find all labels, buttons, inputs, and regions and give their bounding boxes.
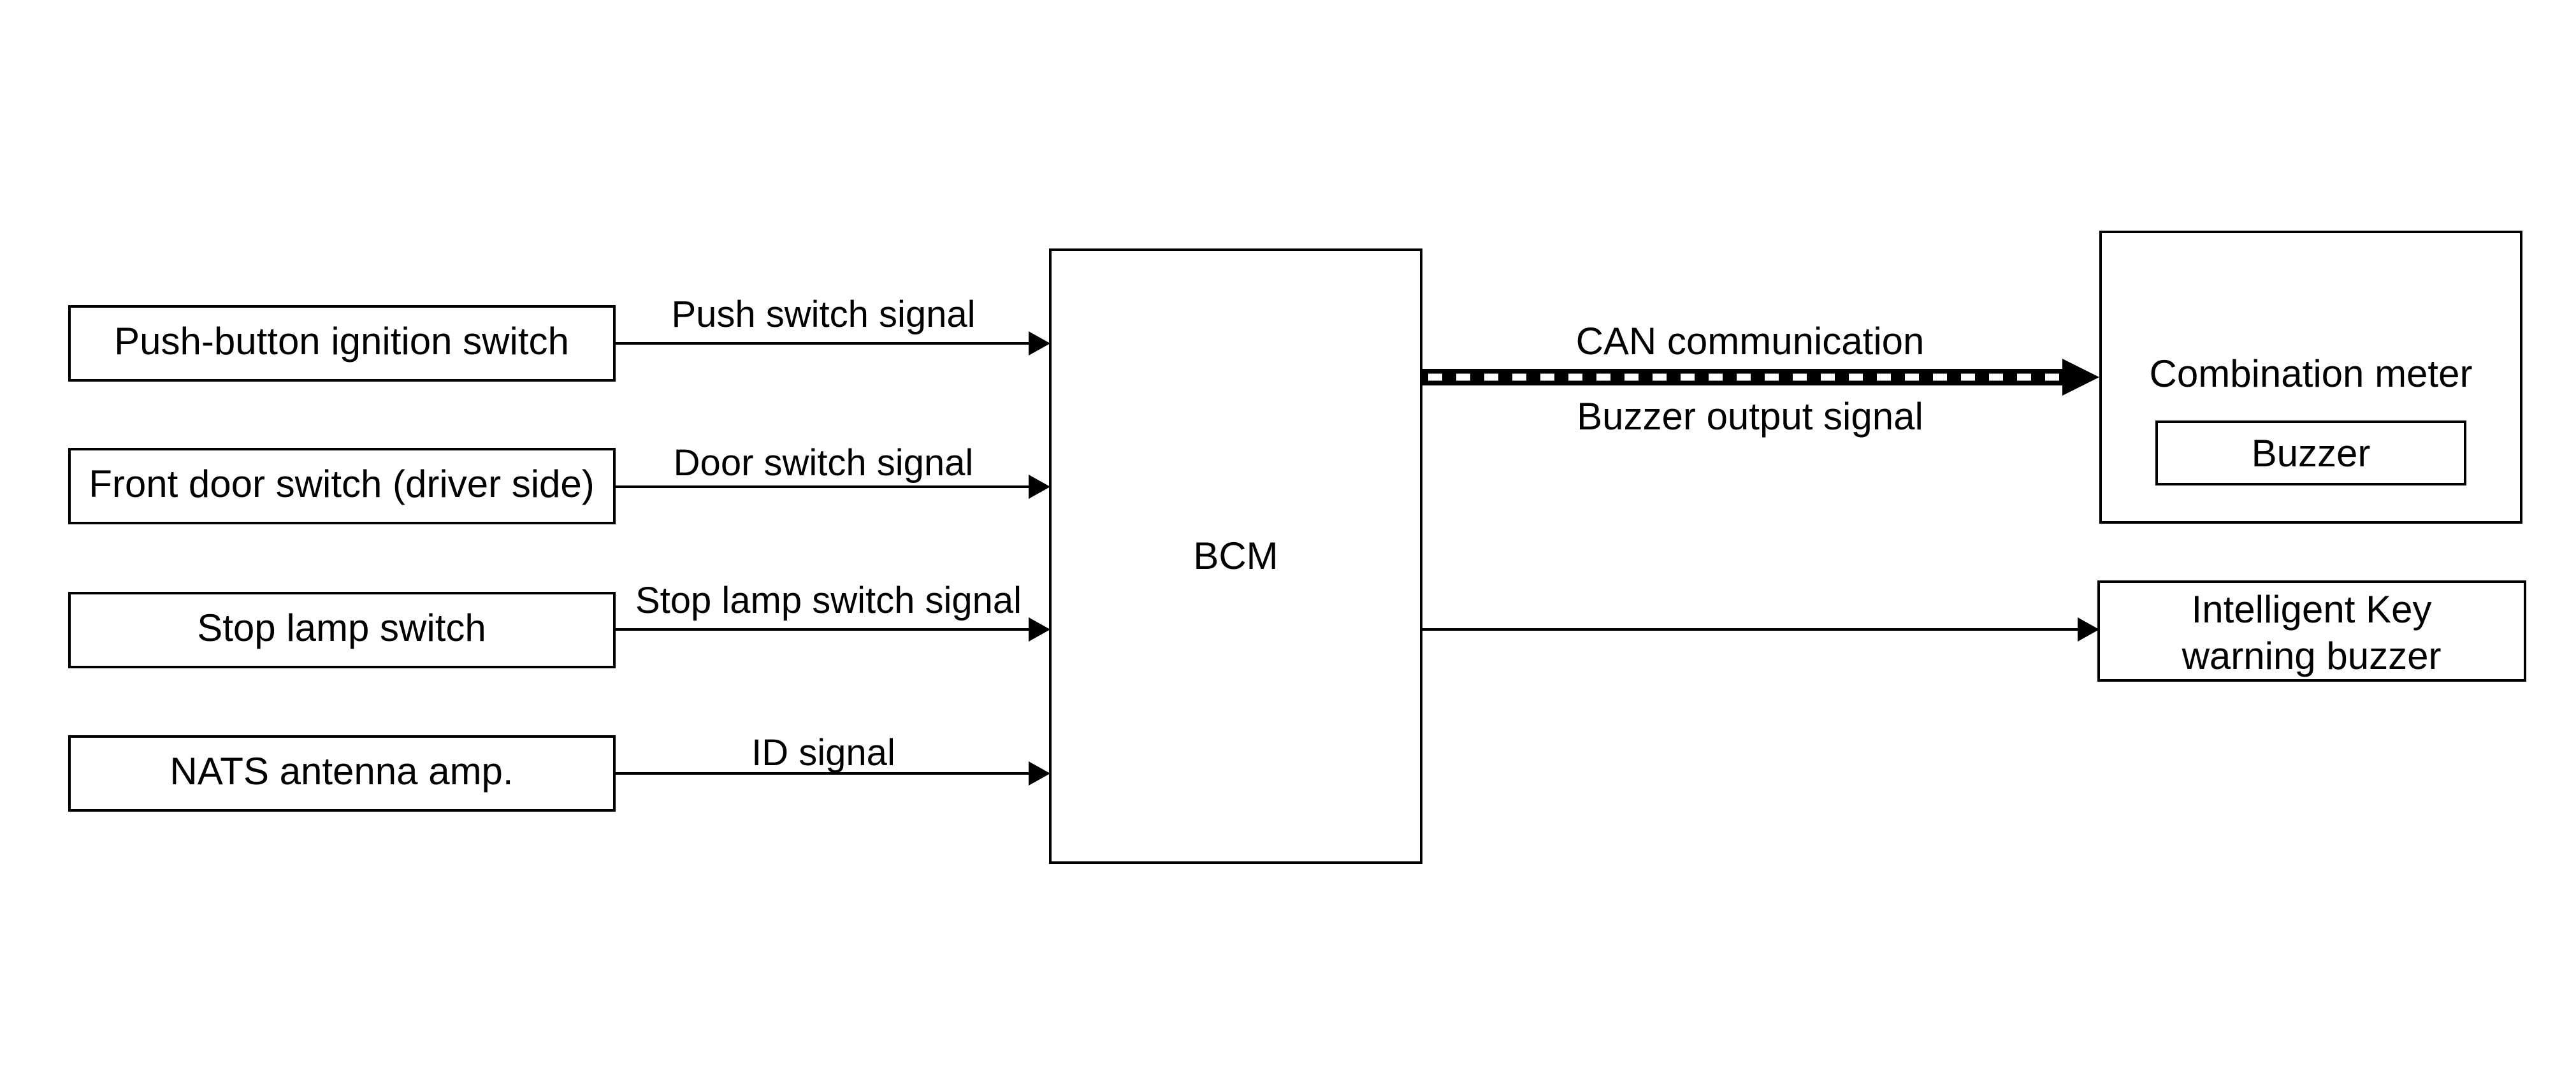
front-door-switch-box: Front door switch (driver side) xyxy=(68,448,616,524)
combination-meter-label: Combination meter xyxy=(2150,352,2473,395)
intelligent-key-label-line1: Intelligent Key xyxy=(2192,588,2432,631)
intelligent-key-warning-buzzer-box: Intelligent Key warning buzzer xyxy=(2097,580,2526,682)
bcm-box: BCM xyxy=(1049,248,1422,864)
stop-lamp-switch-box: Stop lamp switch xyxy=(68,592,616,668)
stop-lamp-switch-signal-line: Stop lamp switch signal xyxy=(614,580,1050,642)
push-switch-signal-label: Push switch signal xyxy=(671,294,975,335)
door-switch-signal-line: Door switch signal xyxy=(614,442,1050,499)
arrowhead-icon xyxy=(2062,359,2099,396)
intelligent-key-label-line2: warning buzzer xyxy=(2182,635,2442,677)
nats-antenna-amp-box: NATS antenna amp. xyxy=(68,735,616,812)
stop-lamp-switch-label: Stop lamp switch xyxy=(197,607,486,649)
buzzer-box: Buzzer xyxy=(2155,420,2466,485)
buzzer-label: Buzzer xyxy=(2252,432,2371,475)
nats-antenna-amp-label: NATS antenna amp. xyxy=(170,750,513,793)
door-switch-signal-label: Door switch signal xyxy=(674,442,974,484)
push-button-ignition-switch-label: Push-button ignition switch xyxy=(114,320,569,363)
intelligent-key-buzzer-line xyxy=(1421,617,2099,642)
arrowhead-icon xyxy=(1029,617,1050,642)
arrowhead-icon xyxy=(1029,331,1050,356)
stop-lamp-switch-signal-label: Stop lamp switch signal xyxy=(635,580,1022,621)
arrowhead-icon xyxy=(1029,475,1050,499)
combination-meter-box: Combination meter Buzzer xyxy=(2099,231,2522,524)
bcm-label: BCM xyxy=(1193,535,1278,577)
arrowhead-icon xyxy=(2078,617,2099,642)
buzzer-output-signal-label: Buzzer output signal xyxy=(1577,395,1923,438)
push-switch-signal-line: Push switch signal xyxy=(614,294,1050,356)
can-communication-line: CAN communication Buzzer output signal xyxy=(1421,320,2099,438)
id-signal-line: ID signal xyxy=(614,732,1050,786)
can-communication-label: CAN communication xyxy=(1576,320,1925,363)
arrowhead-icon xyxy=(1029,761,1050,786)
push-button-ignition-switch-box: Push-button ignition switch xyxy=(68,305,616,382)
id-signal-label: ID signal xyxy=(751,732,895,773)
front-door-switch-label: Front door switch (driver side) xyxy=(89,463,595,505)
